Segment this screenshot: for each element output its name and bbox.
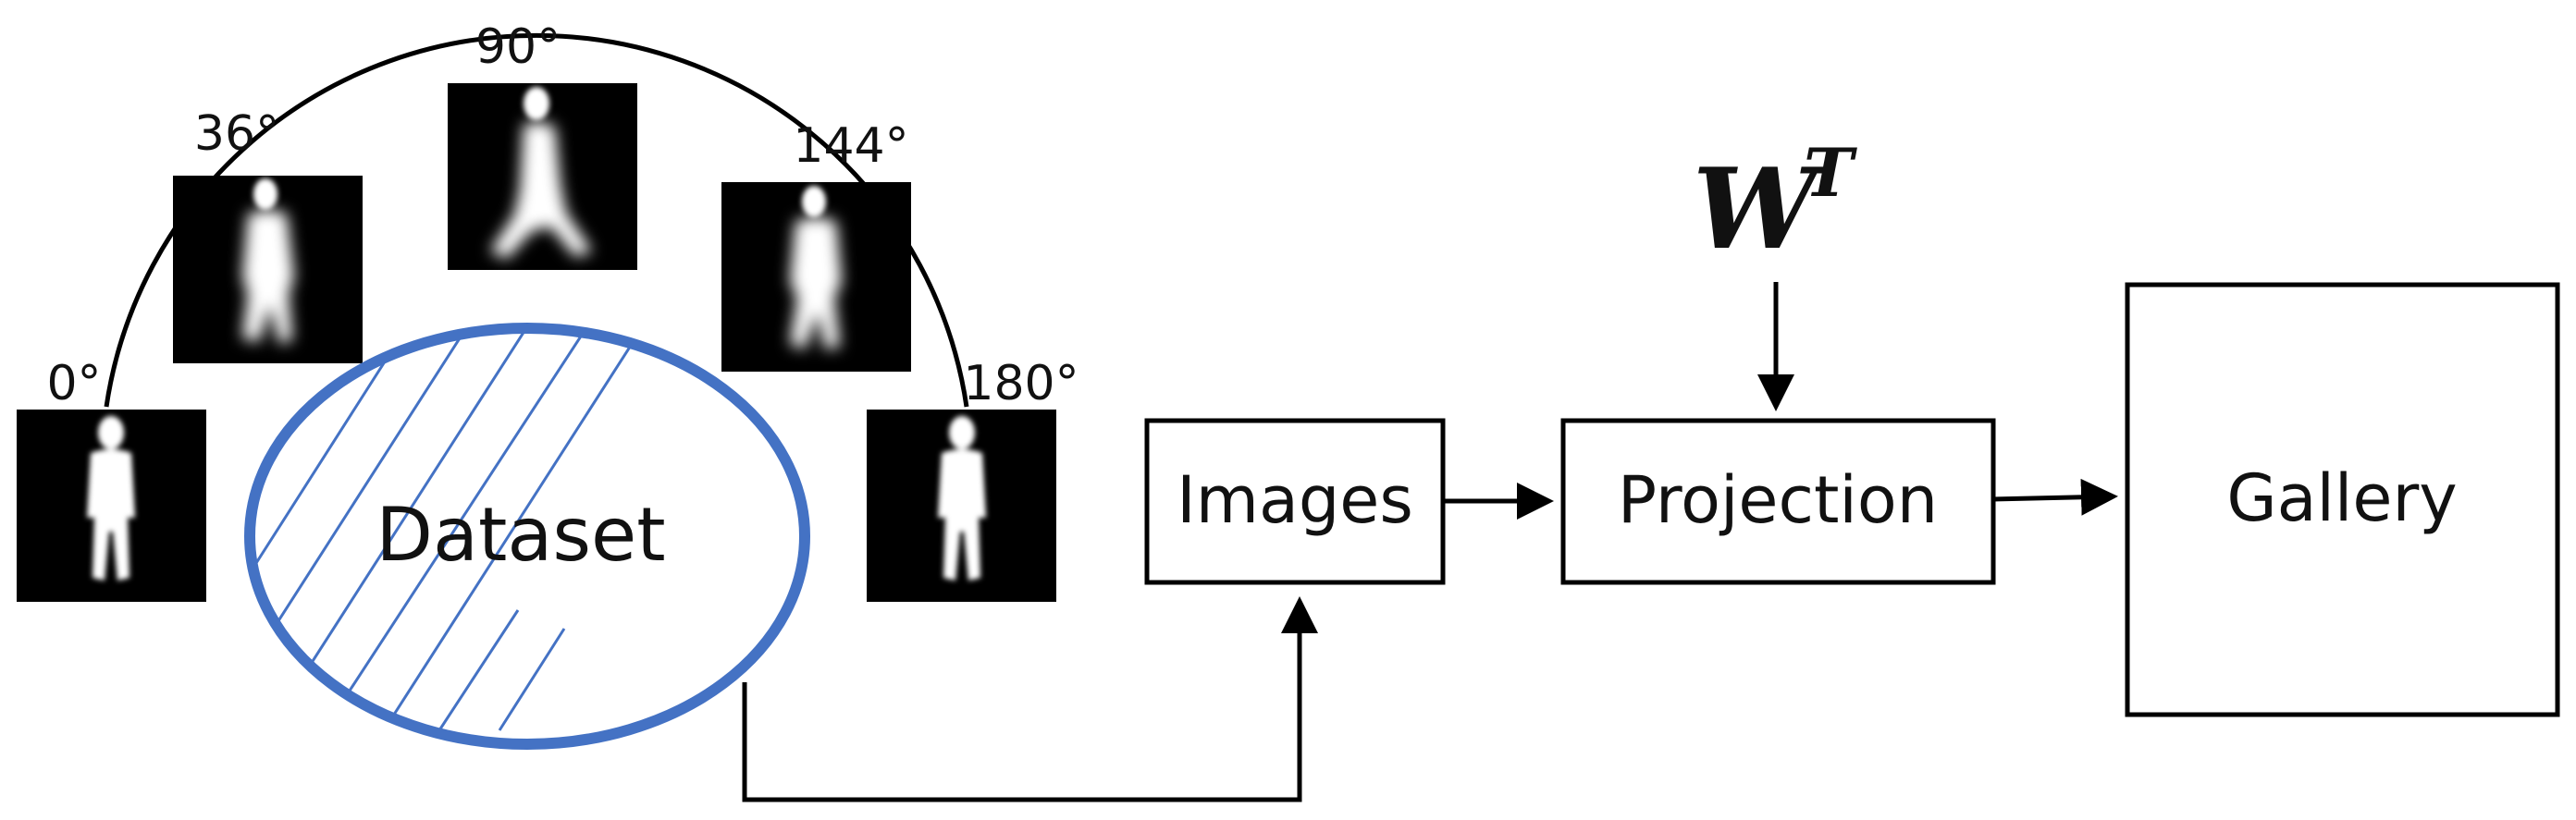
angle-label-0: 0° (46, 356, 101, 411)
matrix-base: W (1693, 144, 1827, 275)
dataset-ellipse (244, 323, 810, 750)
images-block: Images (1144, 418, 1446, 585)
angle-label-90: 90° (475, 19, 561, 75)
angle-label-180: 180° (963, 356, 1078, 411)
dataset-hatching (250, 328, 659, 731)
dataset-label: Dataset (376, 492, 665, 578)
projection-block: Projection (1560, 418, 1996, 585)
projection-label: Projection (1618, 462, 1938, 538)
projection-matrix-label: W T (1693, 133, 1857, 275)
silhouette-90-icon (490, 87, 592, 259)
view-tile-144 (721, 182, 911, 372)
view-tile-0 (17, 410, 206, 602)
view-tile-36 (173, 176, 363, 363)
dataset-to-images-arrow (742, 596, 1318, 802)
view-tile-90 (448, 83, 637, 270)
gallery-block: Gallery (2125, 282, 2560, 717)
projection-to-gallery-arrow (1992, 478, 2118, 516)
gallery-label: Gallery (2226, 460, 2457, 536)
silhouette-0-icon (87, 416, 135, 581)
angle-label-36: 36° (194, 106, 279, 162)
angle-label-144: 144° (793, 118, 908, 174)
images-label: Images (1177, 462, 1413, 538)
silhouette-180-icon (938, 416, 986, 581)
view-tile-180 (867, 410, 1056, 602)
silhouette-36-icon (242, 178, 294, 344)
matrix-superscript: T (1804, 133, 1857, 212)
silhouette-144-icon (790, 186, 842, 349)
